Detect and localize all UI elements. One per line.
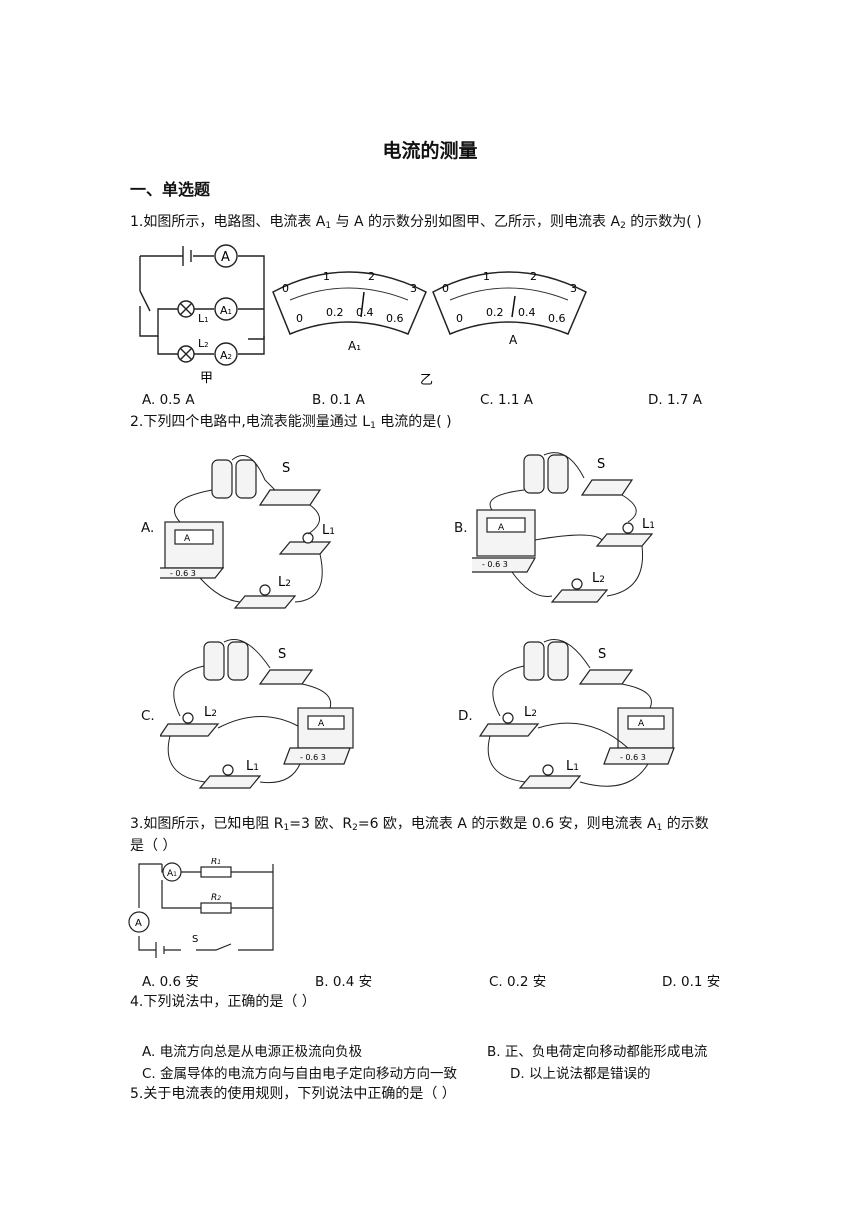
q2-option-d[interactable]: D. [458,708,473,724]
svg-text:L1: L1 [198,312,209,325]
q1-option-d[interactable]: D. 1.7 A [648,392,702,408]
svg-text:L2: L2 [204,705,217,720]
question-1-stem: 1.如图所示，电路图、电流表 A1 与 A 的示数分别如图甲、乙所示，则电流表 … [130,214,702,231]
q3-option-c[interactable]: C. 0.2 安 [489,974,547,990]
svg-text:0.2: 0.2 [486,306,504,319]
svg-text:0.6: 0.6 [548,312,566,325]
svg-text:S: S [598,647,606,662]
q3-option-b[interactable]: B. 0.4 安 [315,974,373,990]
svg-text:A1: A1 [220,304,232,317]
svg-text:S: S [597,457,605,472]
q2-option-c[interactable]: C. [141,708,155,724]
question-3-stem-line1: 3.如图所示，已知电阻 R1=3 欧、R2=6 欧，电流表 A 的示数是 0.6… [130,816,709,833]
meter-label-a: A [509,333,518,347]
q3-option-d[interactable]: D. 0.1 安 [662,974,721,990]
q2-option-b[interactable]: B. [454,520,468,536]
svg-text:L1: L1 [246,759,259,774]
svg-text:2: 2 [530,270,537,283]
svg-text:0: 0 [282,282,289,295]
svg-text:S: S [282,461,290,476]
svg-text:A: A [638,719,645,729]
svg-text:L1: L1 [322,523,335,538]
svg-text:L1: L1 [566,759,579,774]
circuit-diagram-jia: A A1 A2 L1 L2 甲 [139,244,265,386]
svg-text:S: S [192,934,198,945]
svg-text:1: 1 [323,270,330,283]
svg-text:L1: L1 [642,517,655,532]
section-heading: 一、单选题 [130,180,211,199]
q4-option-a[interactable]: A. 电流方向总是从电源正极流向负极 [142,1044,363,1060]
svg-text:L2: L2 [278,575,291,590]
svg-text:- 0.6 3: - 0.6 3 [300,753,326,762]
svg-text:0: 0 [296,312,303,325]
svg-text:L2: L2 [198,337,209,350]
q4-option-b[interactable]: B. 正、负电荷定向移动都能形成电流 [487,1044,708,1060]
svg-text:3: 3 [570,282,577,295]
circuit-drawing-d: S L2 L1 A - 0.6 3 [478,639,675,789]
q1-option-c[interactable]: C. 1.1 A [480,392,534,408]
svg-text:L2: L2 [524,705,537,720]
svg-text:- 0.6 3: - 0.6 3 [620,753,646,762]
q3-option-a[interactable]: A. 0.6 安 [142,974,199,990]
circuit-drawing-c: S L2 L1 A - 0.6 3 [160,639,354,789]
svg-text:A1: A1 [167,869,177,879]
circuit-drawing-b: S L1 L2 A - 0.6 3 [472,452,655,603]
question-3-stem-line2: 是（ ） [130,838,177,854]
svg-text:0.2: 0.2 [326,306,344,319]
svg-text:L2: L2 [592,571,605,586]
svg-text:A: A [318,719,325,729]
fig-label-yi: 乙 [420,373,433,388]
q4-option-c[interactable]: C. 金属导体的电流方向与自由电子定向移动方向一致 [142,1066,458,1082]
svg-text:3: 3 [410,282,417,295]
svg-text:0: 0 [456,312,463,325]
ammeter-dials-yi: 0 1 2 3 0 0.2 0.4 0.6 0 1 2 3 0 0.2 0.4 0.6 A₁ A 乙 [272,270,587,388]
svg-text:A: A [498,523,505,533]
svg-text:1: 1 [483,270,490,283]
svg-text:R1: R1 [211,858,221,867]
question-5-stem: 5.关于电流表的使用规则，下列说法中正确的是（ ） [130,1086,456,1102]
circuit-drawing-a: S L1 L2 A - 0.6 3 [160,455,335,609]
q4-option-d[interactable]: D. 以上说法都是错误的 [510,1066,651,1082]
question-4-stem: 4.下列说法中，正确的是（ ） [130,994,316,1010]
q1-option-a[interactable]: A. 0.5 A [142,392,195,408]
svg-text:0.6: 0.6 [386,312,404,325]
svg-text:- 0.6 3: - 0.6 3 [482,560,508,569]
svg-text:S: S [278,647,286,662]
question-2-stem: 2.下列四个电路中,电流表能测量通过 L1 电流的是( ) [130,414,452,431]
q2-option-a[interactable]: A. [141,520,155,536]
meter-label-a1: A₁ [348,339,361,353]
svg-text:A: A [221,250,230,265]
svg-text:- 0.6 3: - 0.6 3 [170,569,196,578]
svg-text:A: A [135,918,142,929]
svg-text:R2: R2 [211,893,221,903]
svg-text:0: 0 [442,282,449,295]
page-title: 电流的测量 [382,140,478,162]
svg-text:A: A [184,534,191,544]
q1-option-b[interactable]: B. 0.1 A [312,392,365,408]
svg-text:A2: A2 [220,349,232,362]
svg-text:0.4: 0.4 [356,306,374,319]
fig-label-jia: 甲 [200,371,213,386]
circuit-diagram-q3: A A1 R1 R2 S [128,858,274,958]
svg-text:0.4: 0.4 [518,306,536,319]
svg-text:2: 2 [368,270,375,283]
